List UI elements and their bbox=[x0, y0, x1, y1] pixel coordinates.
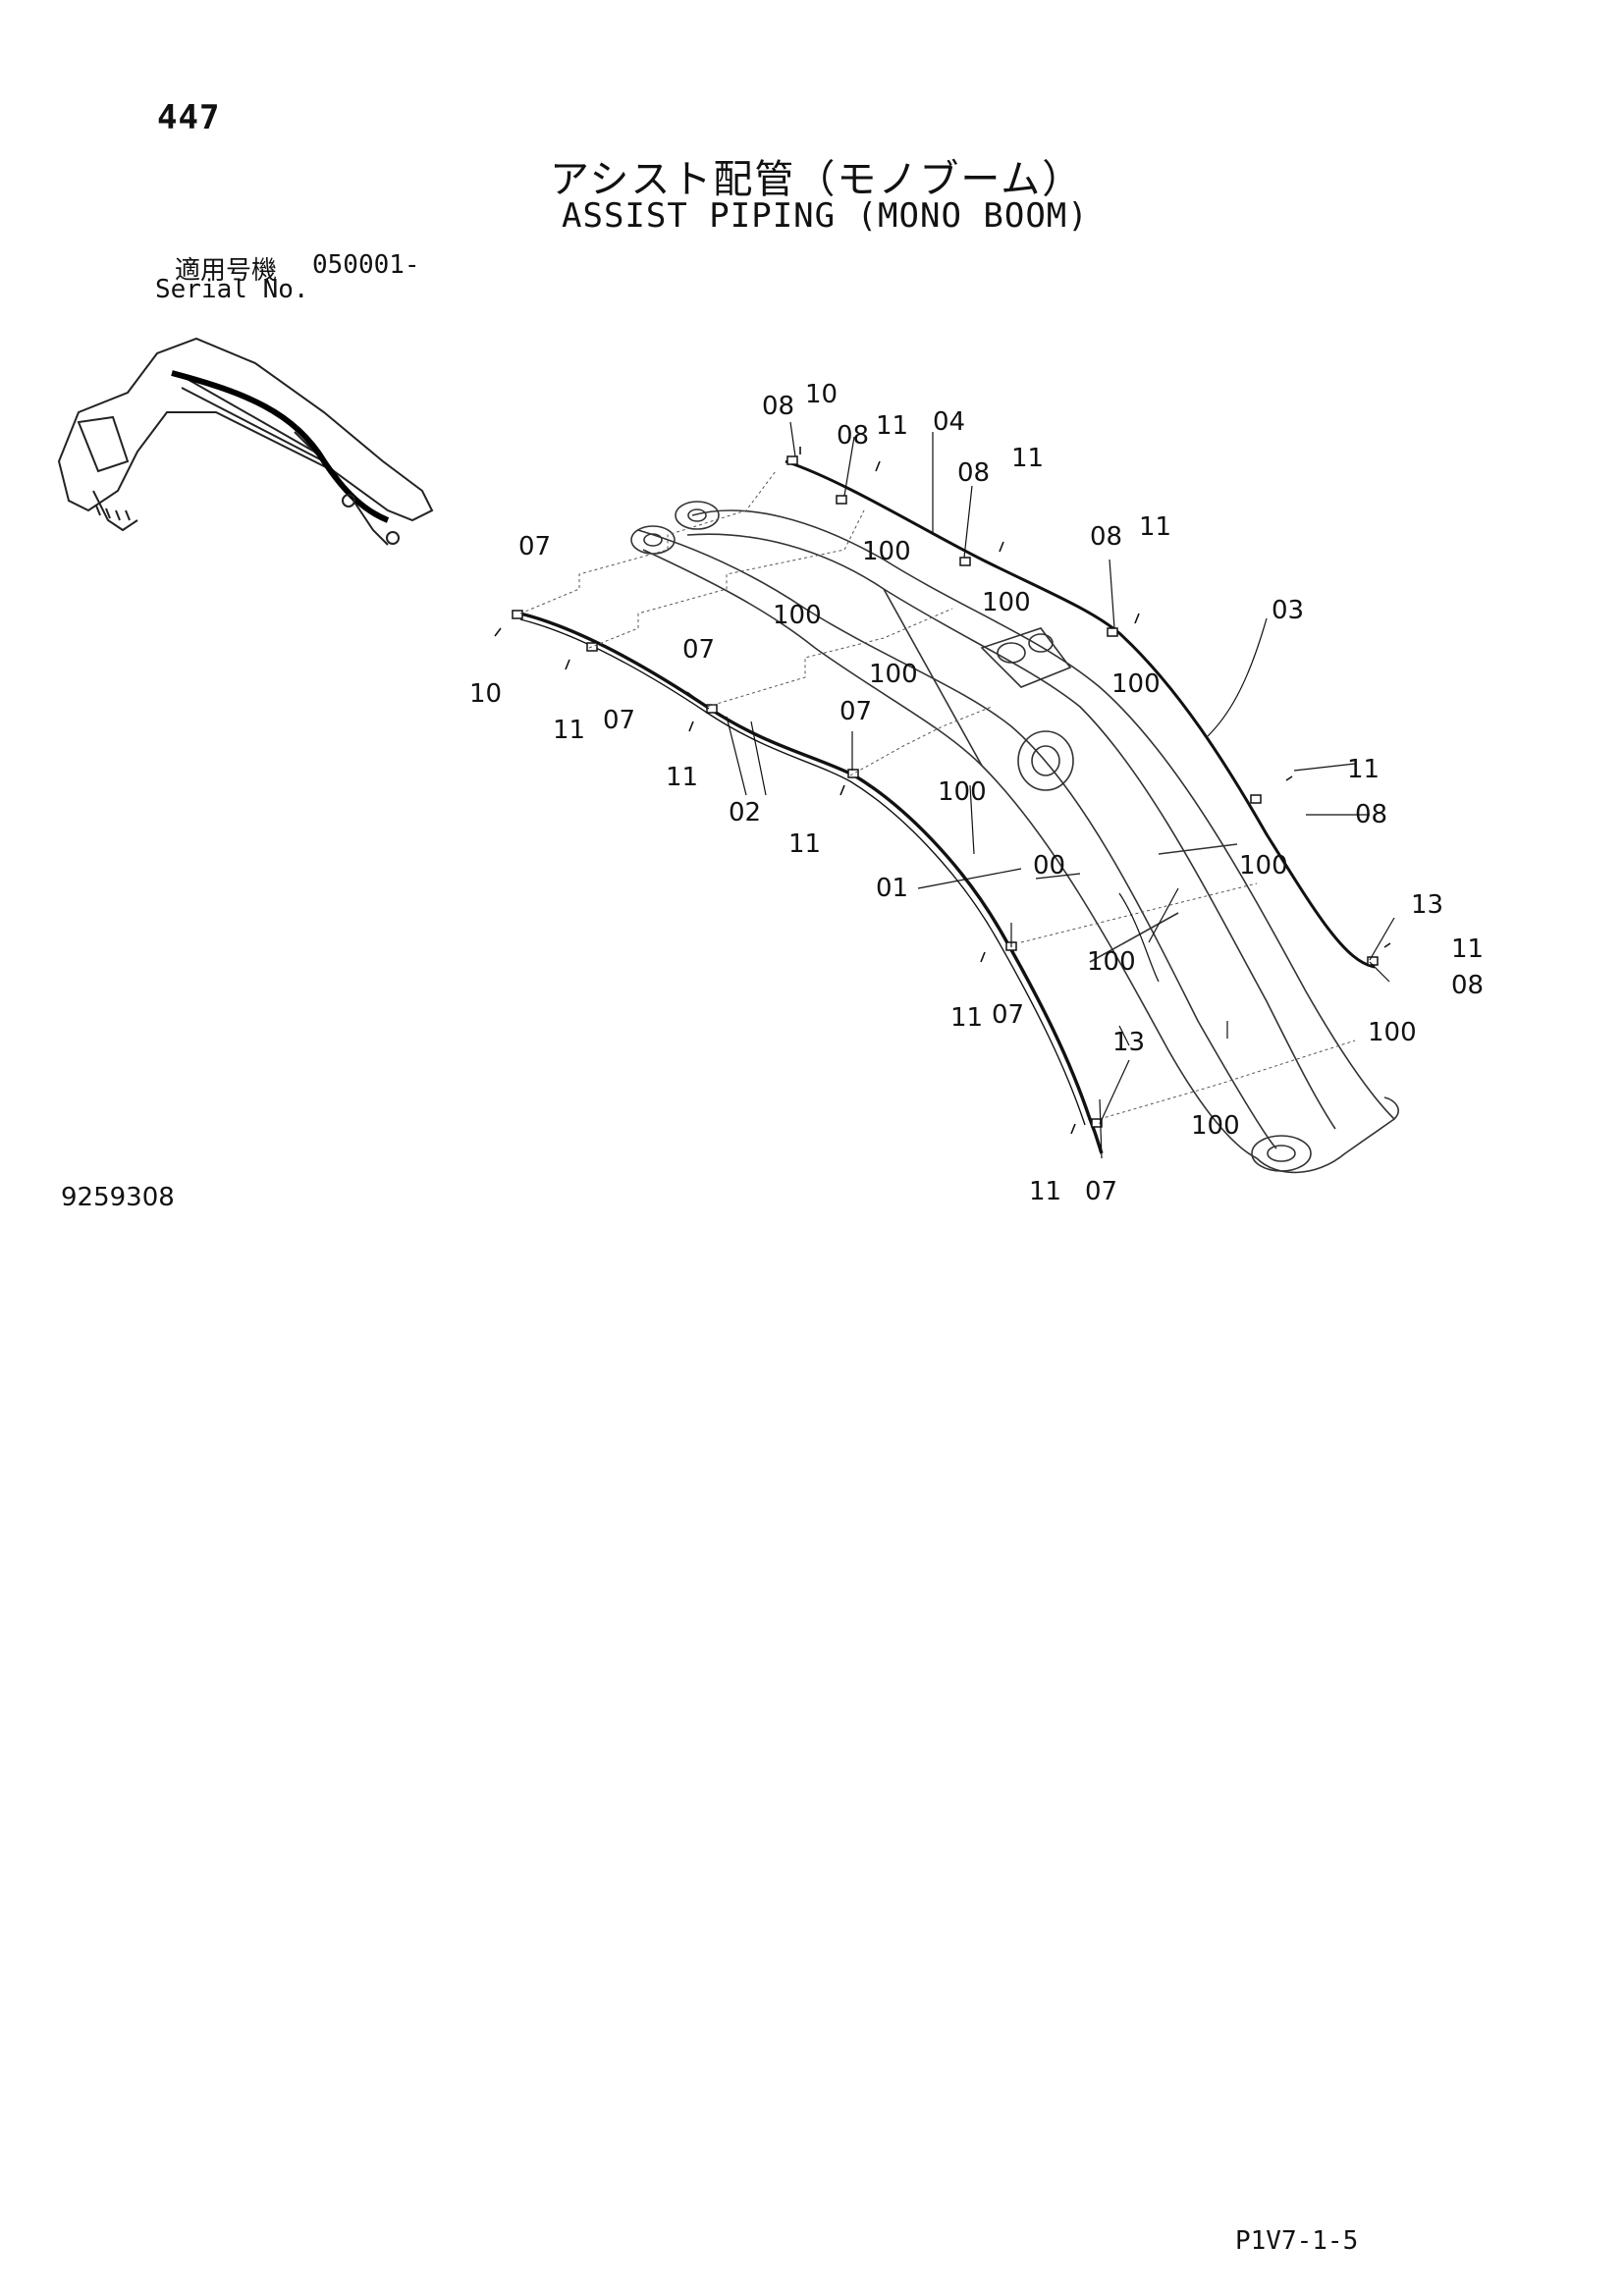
callout-100-i: 100 bbox=[1368, 1018, 1417, 1047]
callout-11-j: 11 bbox=[1029, 1177, 1061, 1206]
callout-00: 00 bbox=[1033, 851, 1065, 881]
callout-07-f: 07 bbox=[1085, 1177, 1117, 1206]
callout-100-f: 100 bbox=[938, 777, 987, 807]
callout-100-e: 100 bbox=[1111, 669, 1161, 699]
callout-11-b: 11 bbox=[1011, 444, 1044, 473]
excavator-overview-inset bbox=[57, 337, 434, 546]
page-title-japanese: アシスト配管（モノブーム） bbox=[550, 157, 1084, 202]
serial-label-english: Serial No. bbox=[155, 275, 309, 304]
serial-number: 050001- bbox=[312, 250, 420, 280]
callout-labels: 08 10 08 11 04 08 11 100 08 11 07 100 10… bbox=[469, 380, 1484, 1206]
assist-pipe-upper bbox=[785, 459, 1376, 969]
callout-02: 02 bbox=[729, 798, 761, 828]
bolt-markers bbox=[494, 447, 1391, 1135]
callout-04: 04 bbox=[933, 407, 965, 437]
callout-08-d: 08 bbox=[1090, 522, 1122, 552]
callout-07-e: 07 bbox=[992, 1000, 1024, 1030]
callout-07-c: 07 bbox=[603, 706, 635, 735]
callout-11-e: 11 bbox=[666, 763, 698, 792]
page-number: 447 bbox=[157, 98, 221, 137]
page-title-english: ASSIST PIPING (MONO BOOM) bbox=[562, 196, 1089, 236]
callout-11-g: 11 bbox=[788, 829, 821, 859]
callout-07-a: 07 bbox=[518, 532, 551, 561]
callout-11-c: 11 bbox=[1139, 512, 1171, 542]
serial-label-japanese: 適用号機 bbox=[175, 256, 278, 286]
callout-10-a: 10 bbox=[805, 380, 838, 409]
drawing-number: 9259308 bbox=[61, 1183, 175, 1212]
callout-10-b: 10 bbox=[469, 679, 502, 709]
callout-13-a: 13 bbox=[1411, 890, 1443, 920]
callout-07-b: 07 bbox=[682, 635, 715, 665]
callout-100-j: 100 bbox=[1191, 1111, 1240, 1141]
callout-100-b: 100 bbox=[982, 588, 1031, 617]
callout-11-i: 11 bbox=[950, 1003, 983, 1033]
callout-08-f: 08 bbox=[1451, 971, 1484, 1000]
callout-100-c: 100 bbox=[773, 601, 822, 630]
callout-08-b: 08 bbox=[837, 421, 869, 451]
callout-03: 03 bbox=[1272, 596, 1304, 625]
callout-11-a: 11 bbox=[876, 411, 908, 441]
callout-11-f: 11 bbox=[1347, 755, 1380, 784]
callout-100-a: 100 bbox=[862, 537, 911, 566]
callout-100-g: 100 bbox=[1239, 851, 1288, 881]
boom-structure bbox=[630, 501, 1399, 1174]
callout-leaders bbox=[686, 421, 1395, 1159]
assist-pipe-lower bbox=[519, 612, 1104, 1154]
callout-08-a: 08 bbox=[762, 392, 794, 421]
catalog-page-code: P1V7-1-5 bbox=[1235, 2226, 1359, 2256]
projection-lines bbox=[519, 470, 1356, 1120]
callout-100-h: 100 bbox=[1087, 947, 1136, 977]
callout-100-d: 100 bbox=[869, 660, 918, 689]
callout-13-b: 13 bbox=[1112, 1028, 1145, 1057]
callout-11-d: 11 bbox=[553, 716, 585, 745]
callout-08-e: 08 bbox=[1355, 800, 1387, 829]
callout-11-h: 11 bbox=[1451, 934, 1484, 964]
callout-01: 01 bbox=[876, 874, 908, 903]
callout-08-c: 08 bbox=[957, 458, 990, 488]
callout-07-d: 07 bbox=[839, 697, 872, 726]
